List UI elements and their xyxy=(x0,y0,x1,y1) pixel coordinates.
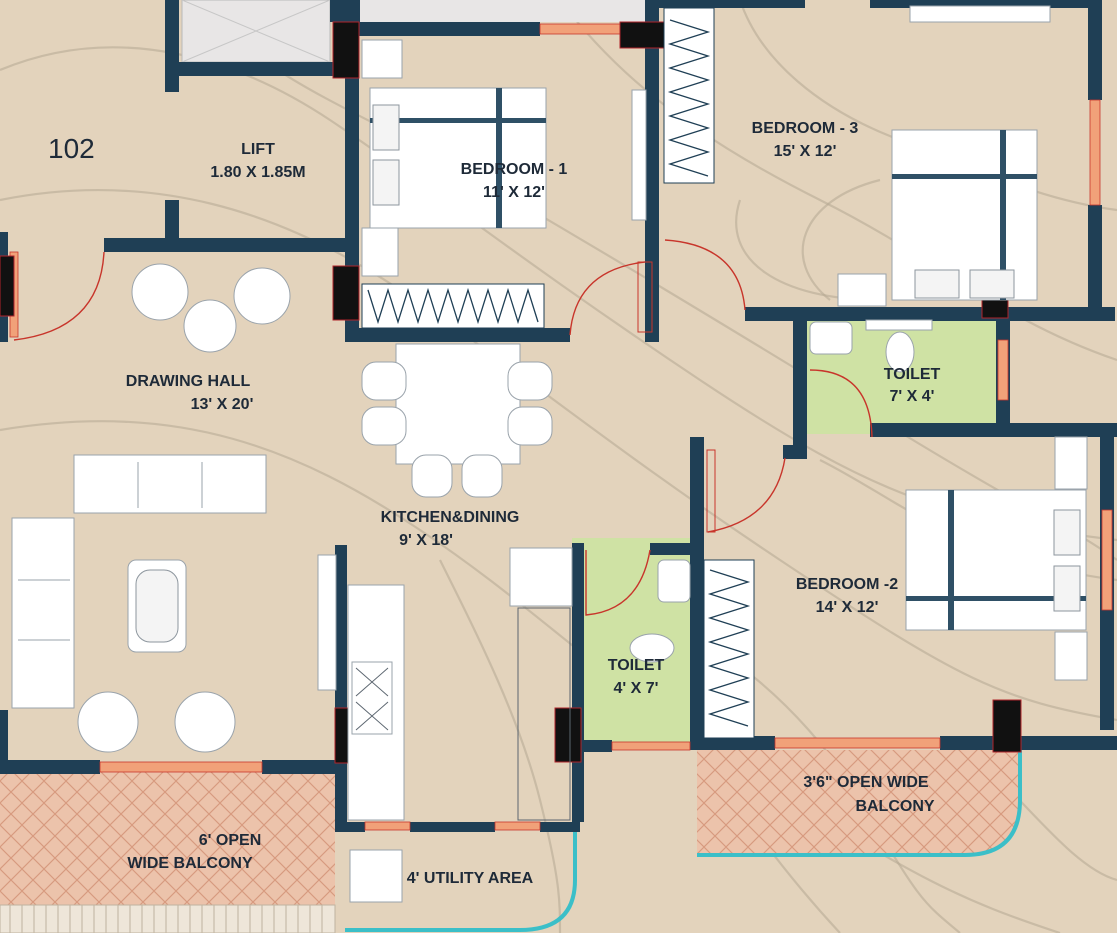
bedroom2-name: BEDROOM -2 xyxy=(796,576,898,593)
columns xyxy=(0,21,1022,764)
drawing-hall-sofa xyxy=(73,454,267,514)
utility-railing xyxy=(345,820,577,932)
bedroom3-bed xyxy=(891,129,1038,301)
utility-area-name: 4' UTILITY AREA xyxy=(407,870,534,887)
kitchen-stove xyxy=(351,661,393,735)
balcony-right-line2: BALCONY xyxy=(855,798,934,815)
bedroom2-dresser xyxy=(1054,436,1088,490)
kitchen-dining-name: KITCHEN&DINING xyxy=(381,509,520,526)
balcony-left-line2: WIDE BALCONY xyxy=(127,855,253,872)
armchair-right xyxy=(174,691,236,753)
balcony-right-line1: 3'6" OPEN WIDE xyxy=(803,774,929,791)
bedroom3-name: BEDROOM - 3 xyxy=(752,120,859,137)
armchair-left xyxy=(77,691,139,753)
lift-size: 1.80 X 1.85M xyxy=(210,164,305,181)
dining-table xyxy=(395,343,521,465)
toilet-main-size: 7' X 4' xyxy=(890,388,935,405)
drawing-hall-name: DRAWING HALL xyxy=(126,373,251,390)
drawing-hall-size: 13' X 20' xyxy=(191,396,254,413)
bedroom1-sidetable xyxy=(361,39,403,79)
toilet-small-wc xyxy=(629,633,675,663)
drawing-hall-sofa-side xyxy=(11,517,75,709)
toilet-main-wc xyxy=(885,331,915,373)
bedroom2-size: 14' X 12' xyxy=(816,599,879,616)
washing-machine xyxy=(349,849,403,903)
toilet-small-size: 4' X 7' xyxy=(614,680,659,697)
toilet-small-basin xyxy=(657,559,691,603)
kitchen-dining-size: 9' X 18' xyxy=(399,532,453,549)
walls xyxy=(0,0,1117,832)
bedroom3-desk xyxy=(909,5,1051,23)
utility-sink xyxy=(517,607,571,821)
toilet-small-name: TOILET xyxy=(608,657,665,674)
windows xyxy=(9,23,1113,831)
bedroom1-desk xyxy=(361,227,399,277)
bedroom3-size: 15' X 12' xyxy=(774,143,837,160)
balcony-left-railing xyxy=(0,904,336,933)
bedroom2-bed xyxy=(905,489,1087,631)
bedroom1-bed xyxy=(369,87,547,229)
bedroom1-wardrobe xyxy=(361,283,545,329)
toilet-main-basin xyxy=(809,321,853,355)
balcony-left-line1: 6' OPEN xyxy=(199,832,262,849)
doors xyxy=(13,239,873,616)
unit-number: 102 xyxy=(48,133,95,164)
bedroom3-wardrobe xyxy=(663,7,715,184)
coffee-table-inner xyxy=(135,569,179,643)
balcony-right-floor xyxy=(697,750,1020,855)
bedroom1-name: BEDROOM - 1 xyxy=(461,161,568,178)
bedroom1-size: 11' X 12' xyxy=(483,184,545,201)
bedroom2-wardrobe xyxy=(703,559,755,739)
balcony-right-railing xyxy=(697,750,1022,857)
fridge xyxy=(317,554,337,691)
bedroom3-bench xyxy=(837,273,887,307)
drawing-hall-chairs xyxy=(131,263,291,353)
dining-chairs xyxy=(361,361,553,498)
lift-name: LIFT xyxy=(241,141,275,158)
bedroom1-dresser xyxy=(631,89,647,221)
kitchen-cabinet xyxy=(509,547,573,607)
toilet-main-name: TOILET xyxy=(884,366,941,383)
bedroom2-sidetable xyxy=(1054,631,1088,681)
